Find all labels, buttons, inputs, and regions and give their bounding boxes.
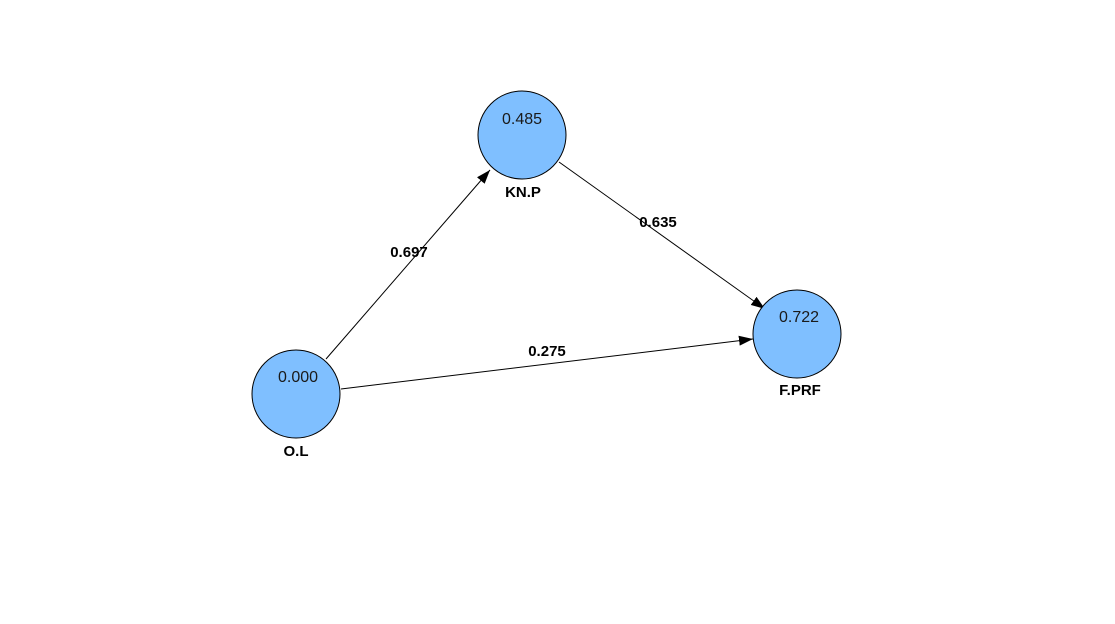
node-r-squared-value: 0.722: [779, 309, 819, 326]
node-circle: [752, 289, 842, 379]
edge-ol-to-fprf[interactable]: 0.275: [340, 335, 754, 390]
node-o-l[interactable]: 0.000 O.L: [251, 349, 341, 460]
edge-line: [340, 335, 754, 390]
edge-line: [325, 169, 491, 360]
node-kn-p[interactable]: 0.485 KN.P: [477, 90, 567, 201]
edge-coefficient-label: 0.275: [528, 343, 566, 360]
node-label: O.L: [284, 443, 309, 460]
node-circle: [477, 90, 567, 180]
edge-coefficient-label: 0.697: [390, 244, 428, 261]
edge-line: [558, 161, 766, 310]
node-r-squared-value: 0.485: [502, 111, 542, 128]
edge-coefficient-label: 0.635: [639, 214, 677, 231]
node-circle: [251, 349, 341, 439]
node-label: KN.P: [505, 184, 541, 201]
node-r-squared-value: 0.000: [278, 369, 318, 386]
node-f-prf[interactable]: 0.722 F.PRF: [752, 289, 842, 399]
node-label: F.PRF: [779, 382, 821, 399]
edge-ol-to-knp[interactable]: 0.697: [325, 169, 491, 360]
edge-knp-to-fprf[interactable]: 0.635: [558, 161, 766, 310]
